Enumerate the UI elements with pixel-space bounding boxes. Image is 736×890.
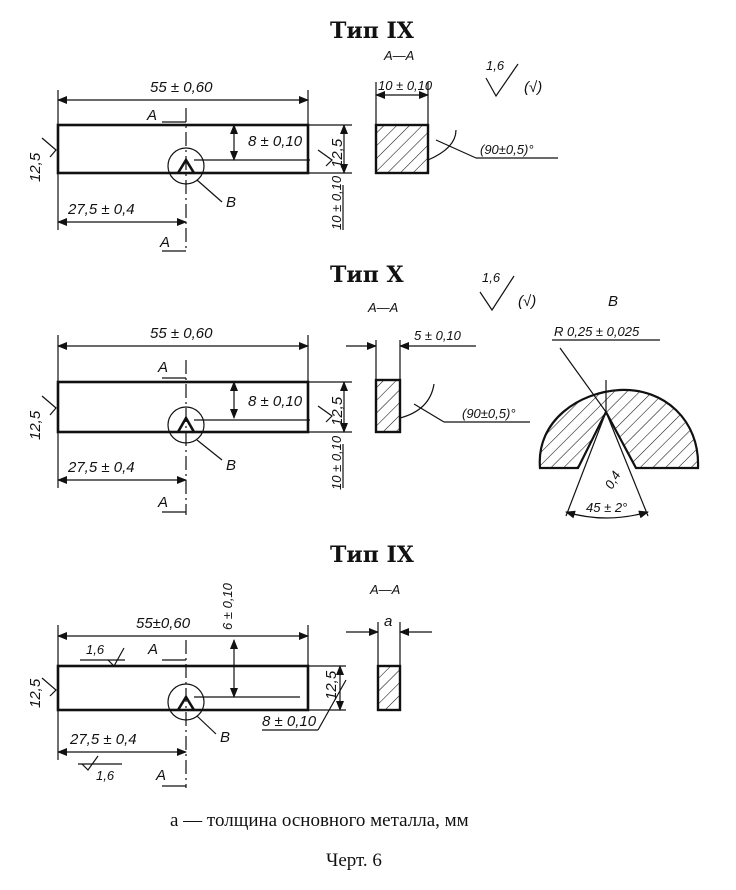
roughness-symbol [479, 275, 515, 312]
section-view [374, 378, 402, 434]
section-label: А—А [367, 300, 398, 315]
height-right: 12,5 [323, 670, 340, 700]
detail-title: В [608, 293, 618, 310]
notch-depth-dimension: 8 ± 0,10 [248, 133, 303, 150]
specimen-bar [56, 664, 310, 712]
detail-mark: В [226, 457, 236, 474]
angle-arc [399, 383, 435, 419]
caption: а — толщина основного металла, мм [170, 810, 469, 831]
notch-depth-detail: 0,4 [602, 468, 624, 491]
section-label: А—А [383, 48, 414, 63]
figure-label: Черт. 6 [326, 850, 382, 871]
section-mark-top: А [146, 107, 157, 124]
drawing-2-title: Тип X [330, 262, 404, 288]
height-left: 12,5 [27, 152, 44, 182]
section-mark-bottom: А [159, 234, 170, 251]
thickness-dimension: 8 ± 0,10 [262, 713, 317, 730]
angle-arc [427, 129, 457, 161]
drawing-type-ix-bottom: Тип IX В 55±0,60 1,6 А А 27,5 ± 0,4 1,6 … [27, 542, 432, 788]
section-mark-bottom: А [155, 767, 166, 784]
section-view [374, 123, 430, 175]
angle-dimension: (90±0,5)° [462, 406, 516, 421]
height-left: 12,5 [27, 410, 44, 440]
drawing-type-ix-top: Тип IX В 55 ± 0,60 А А 27,5 ± 0,4 12,5 8… [27, 18, 558, 252]
height-right: 12,5 [329, 396, 346, 426]
length-dimension: 55 ± 0,60 [150, 79, 213, 96]
height-left-mark [41, 137, 57, 158]
detail-mark: В [226, 194, 236, 211]
roughness-top: 1,6 [86, 642, 105, 657]
specimen-bar [56, 380, 310, 434]
notch-depth-dimension: 8 ± 0,10 [248, 393, 303, 410]
section-width: 5 ± 0,10 [414, 328, 462, 343]
angle-dimension: (90±0,5)° [480, 142, 534, 157]
roughness-value: 1,6 [486, 58, 505, 73]
half-length-dimension: 27,5 ± 0,4 [67, 201, 135, 218]
roughness-note: (√) [524, 79, 542, 96]
roughness-bottom: 1,6 [96, 768, 115, 783]
roughness-symbol [485, 63, 519, 98]
half-length-dimension: 27,5 ± 0,4 [67, 459, 135, 476]
roughness-value: 1,6 [482, 270, 501, 285]
length-dimension: 55±0,60 [136, 615, 191, 632]
specimen-bar [56, 123, 310, 175]
height-right: 12,5 [329, 138, 346, 168]
detail-leader [196, 179, 223, 203]
thickness-vertical: 10 ± 0,10 [329, 175, 344, 230]
notch-radius: R 0,25 ± 0,025 [554, 324, 640, 339]
section-width: 10 ± 0,10 [378, 78, 433, 93]
length-dimension: 55 ± 0,60 [150, 325, 213, 342]
notch-angle: 45 ± 2° [586, 500, 627, 515]
drawing-1-title: Тип IX [330, 18, 415, 44]
half-length-dimension: 27,5 ± 0,4 [69, 731, 137, 748]
section-mark-bottom: А [157, 494, 168, 511]
drawing-3-title: Тип IX [330, 542, 415, 568]
section-label: А—А [369, 582, 400, 597]
section-view [376, 664, 402, 712]
roughness-note: (√) [518, 293, 536, 310]
drawing-type-x: Тип X В 55 ± 0,60 А А 27,5 ± 0,4 12,5 8 … [27, 262, 700, 519]
section-mark-top: А [157, 359, 168, 376]
height-left: 12,5 [27, 678, 44, 708]
notch-depth-dimension: 6 ± 0,10 [220, 582, 235, 630]
thickness-vertical: 10 ± 0,10 [329, 435, 344, 490]
section-width: а [384, 613, 392, 630]
detail-mark: В [220, 729, 230, 746]
section-mark-top: А [147, 641, 158, 658]
notch-detail-view [538, 388, 700, 470]
